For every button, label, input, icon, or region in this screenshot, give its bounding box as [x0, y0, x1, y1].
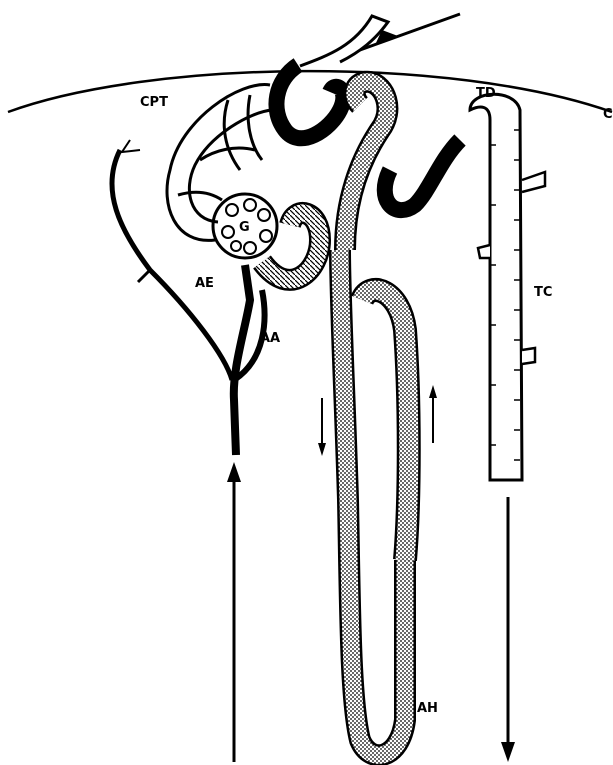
collecting-bud-2 [478, 245, 490, 258]
flow-arrow-down-left [318, 398, 326, 456]
venous-twig [138, 270, 150, 282]
label-ah: AH [417, 701, 438, 716]
label-g: G [239, 220, 250, 235]
label-c: C [603, 107, 613, 122]
label-cpt: CPT [140, 95, 168, 110]
collecting-bud-1 [522, 172, 545, 192]
peritubular-vessel [276, 65, 343, 138]
afferent-artery [234, 265, 250, 455]
collecting-bud-3 [522, 348, 535, 364]
urine-outflow-arrow [501, 497, 515, 762]
capsule-curve [8, 71, 612, 112]
venous-vessel [112, 150, 232, 380]
label-ae: AE [195, 276, 214, 291]
label-aa: AA [260, 331, 280, 346]
henle-ascending-fill [362, 290, 409, 560]
venous-branch [122, 140, 140, 152]
label-tc: TC [534, 285, 552, 300]
incoming-vessel [300, 16, 388, 66]
flow-arrow-up-right [429, 385, 437, 443]
collecting-tubule [470, 94, 522, 480]
label-td: TD [476, 86, 496, 101]
blood-inflow-arrow [227, 462, 241, 762]
distal-vessel [385, 140, 460, 210]
